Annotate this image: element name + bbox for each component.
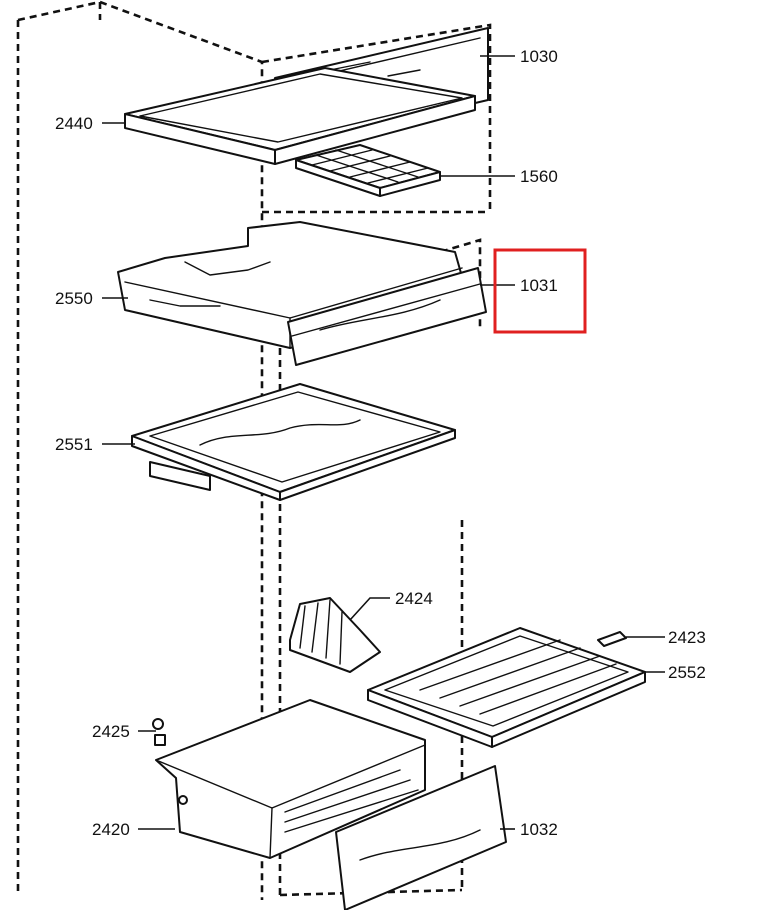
leader-lines [102,55,665,830]
part-2423-pin [597,631,627,647]
label-2420: 2420 [92,820,130,839]
label-1560: 1560 [520,167,558,186]
part-2552-cover [367,627,646,748]
part-2424-divider [289,597,381,673]
part-1031-flap [287,267,487,366]
part-1032-front [335,765,507,910]
label-1030: 1030 [520,47,558,66]
part-2440-shelf-frame [124,67,476,165]
label-2550: 2550 [55,289,93,308]
label-2423: 2423 [668,628,706,647]
label-2440: 2440 [55,114,93,133]
label-2425: 2425 [92,722,130,741]
label-2552: 2552 [668,663,706,682]
part-2425-screws [152,718,166,746]
label-1031: 1031 [520,276,558,295]
label-1032: 1032 [520,820,558,839]
label-2424: 2424 [395,589,433,608]
label-2551: 2551 [55,435,93,454]
highlight-box-1031 [493,248,587,334]
part-1560-tray [295,144,441,197]
part-2551-cover [131,383,456,501]
part-2420-drawer [155,699,426,859]
